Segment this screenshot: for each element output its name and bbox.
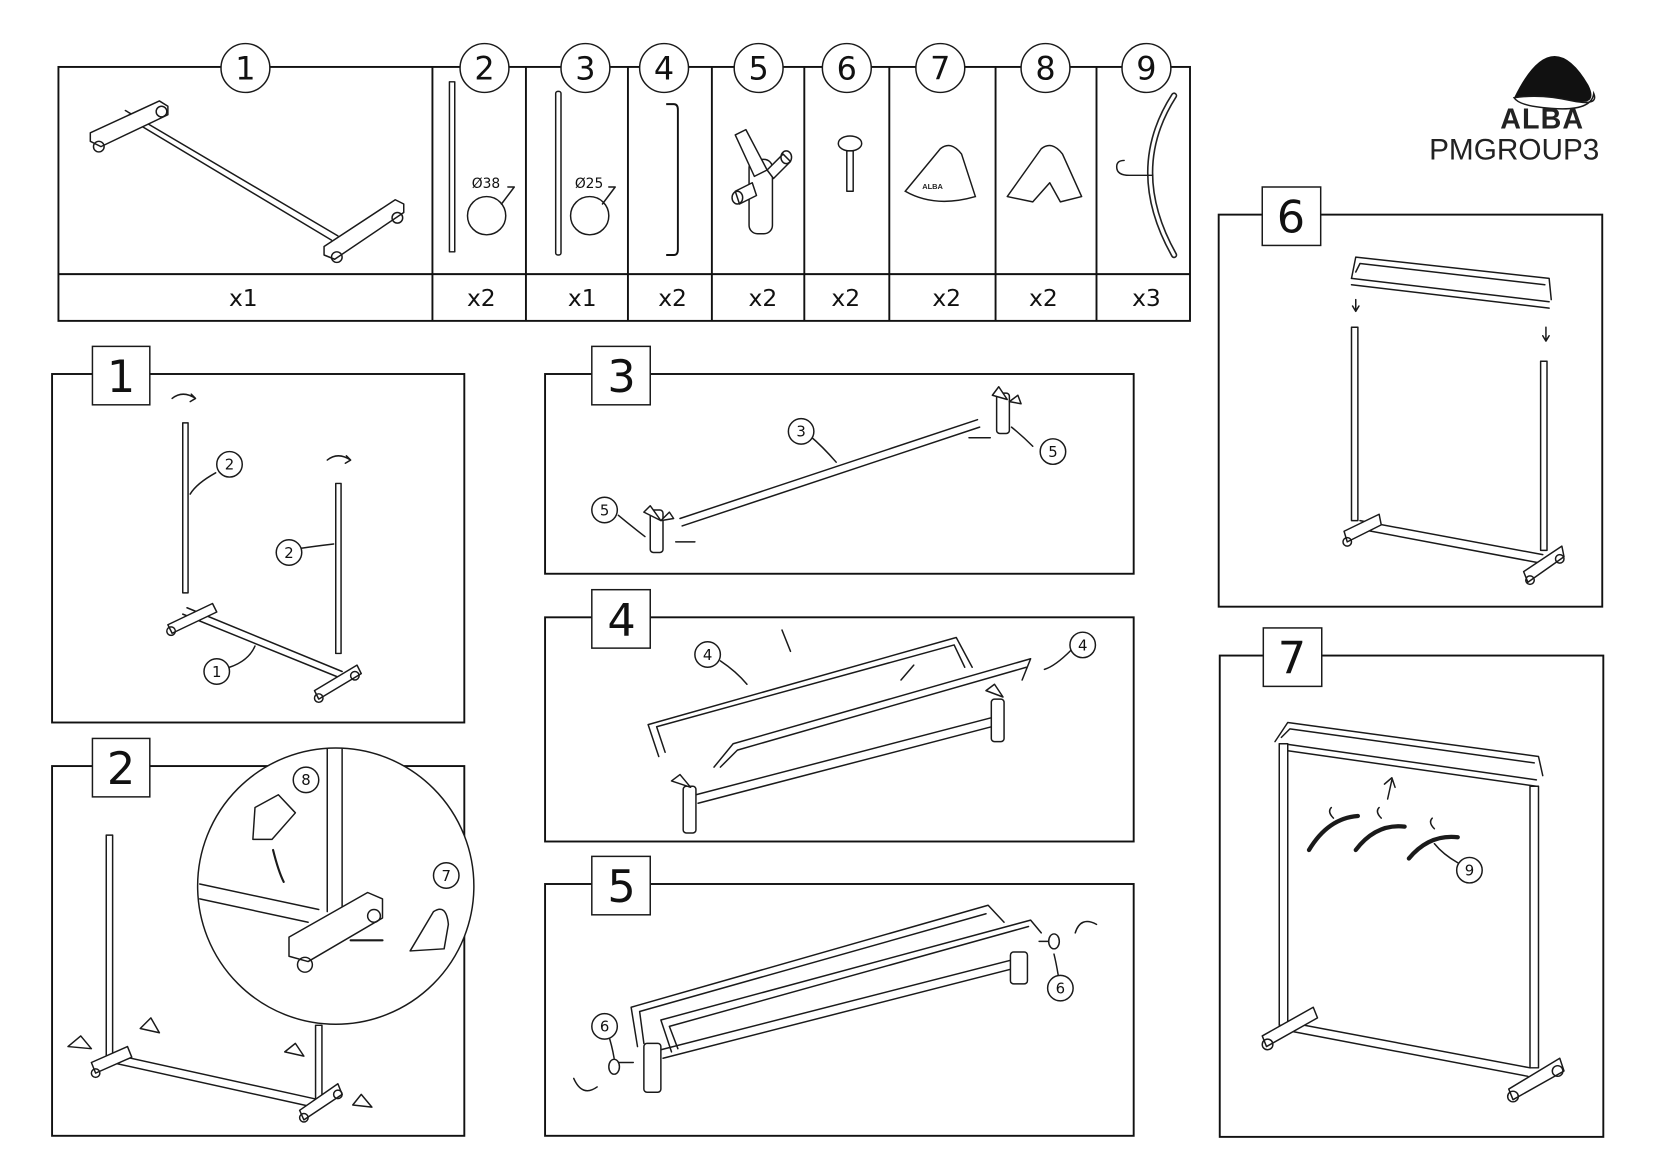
svg-text:2: 2 — [474, 50, 494, 88]
foot-cover-part — [1006, 144, 1083, 203]
step-3-panel: 3 3 5 5 — [544, 345, 1135, 575]
svg-text:3: 3 — [575, 50, 595, 88]
callout: 1 — [212, 663, 221, 681]
part-number-5: 5 — [733, 42, 784, 94]
diameter-label: Ø38 — [472, 176, 500, 192]
callout: 4 — [703, 646, 712, 664]
cap-logo-text: ALBA — [922, 182, 943, 191]
step-number: 6 — [1277, 192, 1305, 244]
step-4-panel: 4 4 4 — [544, 588, 1135, 843]
step-number: 1 — [107, 351, 135, 403]
step-number: 2 — [107, 743, 135, 795]
magnifier-circle — [196, 747, 475, 1025]
svg-text:6: 6 — [837, 50, 857, 88]
part-qty-5: x2 — [749, 284, 778, 312]
step-2-panel: 2 8 7 — [51, 737, 475, 1137]
step-1-panel: 1 2 2 1 — [51, 345, 466, 724]
step-number: 5 — [607, 861, 635, 913]
diameter-label: Ø25 — [575, 176, 603, 192]
part-number-2: 2 — [459, 42, 510, 94]
rotate-icon — [326, 455, 352, 464]
part-qty-4: x2 — [658, 284, 687, 312]
hanger — [1306, 813, 1460, 861]
part-qty-8: x2 — [1029, 284, 1058, 312]
top-rail-part — [666, 103, 679, 256]
callout: 5 — [600, 501, 609, 519]
callout: 3 — [796, 423, 805, 441]
upright-pole-part: Ø38 — [448, 81, 515, 253]
part-qty-2: x2 — [467, 284, 496, 312]
step-5-panel: 5 6 6 — [544, 855, 1135, 1137]
svg-text:1: 1 — [235, 50, 255, 88]
hanger-part — [1115, 92, 1178, 259]
callout: 2 — [225, 456, 234, 474]
callout: 2 — [284, 544, 293, 562]
callout: 6 — [1056, 979, 1065, 997]
alba-logo: ALBA — [1500, 56, 1596, 136]
model-name: PMGROUP3 — [1429, 133, 1599, 166]
svg-text:4: 4 — [654, 50, 674, 88]
step-6-panel: 6 — [1217, 186, 1604, 608]
part-number-1: 1 — [220, 42, 271, 94]
part-qty-9: x3 — [1132, 284, 1161, 312]
step-number: 3 — [607, 351, 635, 403]
rotate-icon — [171, 393, 197, 403]
part-number-7: 7 — [915, 42, 966, 94]
connector-part — [731, 128, 793, 235]
part-qty-3: x1 — [568, 284, 597, 312]
callout: 5 — [1048, 443, 1057, 461]
part-number-6: 6 — [821, 42, 872, 94]
cross-bar-part: Ø25 — [554, 90, 616, 256]
callout: 9 — [1465, 862, 1474, 880]
part-number-4: 4 — [638, 42, 690, 94]
step-7-panel: 7 9 — [1218, 627, 1605, 1138]
end-cap-part: ALBA — [904, 144, 977, 203]
base-frame-part — [89, 100, 405, 264]
step-number: 4 — [607, 594, 635, 646]
part-qty-1: x1 — [229, 284, 258, 312]
parts-table: 1 2 3 4 5 6 7 8 9 x1 x2 x1 x2 x2 x2 x2 x… — [57, 42, 1191, 322]
part-number-9: 9 — [1121, 42, 1172, 94]
logo-text: ALBA — [1500, 104, 1584, 136]
part-number-8: 8 — [1020, 42, 1071, 94]
svg-text:5: 5 — [748, 50, 768, 88]
svg-text:8: 8 — [1035, 50, 1055, 88]
part-number-3: 3 — [560, 42, 611, 94]
part-qty-6: x2 — [831, 284, 860, 312]
svg-text:7: 7 — [930, 50, 950, 88]
rotate-icon — [573, 920, 1098, 1092]
callout: 6 — [600, 1018, 609, 1036]
step-number: 7 — [1278, 633, 1306, 685]
callout: 4 — [1078, 636, 1087, 654]
callout: 7 — [442, 867, 451, 885]
part-qty-7: x2 — [932, 284, 961, 312]
callout: 8 — [301, 771, 310, 789]
bolt-part — [837, 135, 863, 192]
svg-text:9: 9 — [1136, 50, 1156, 88]
